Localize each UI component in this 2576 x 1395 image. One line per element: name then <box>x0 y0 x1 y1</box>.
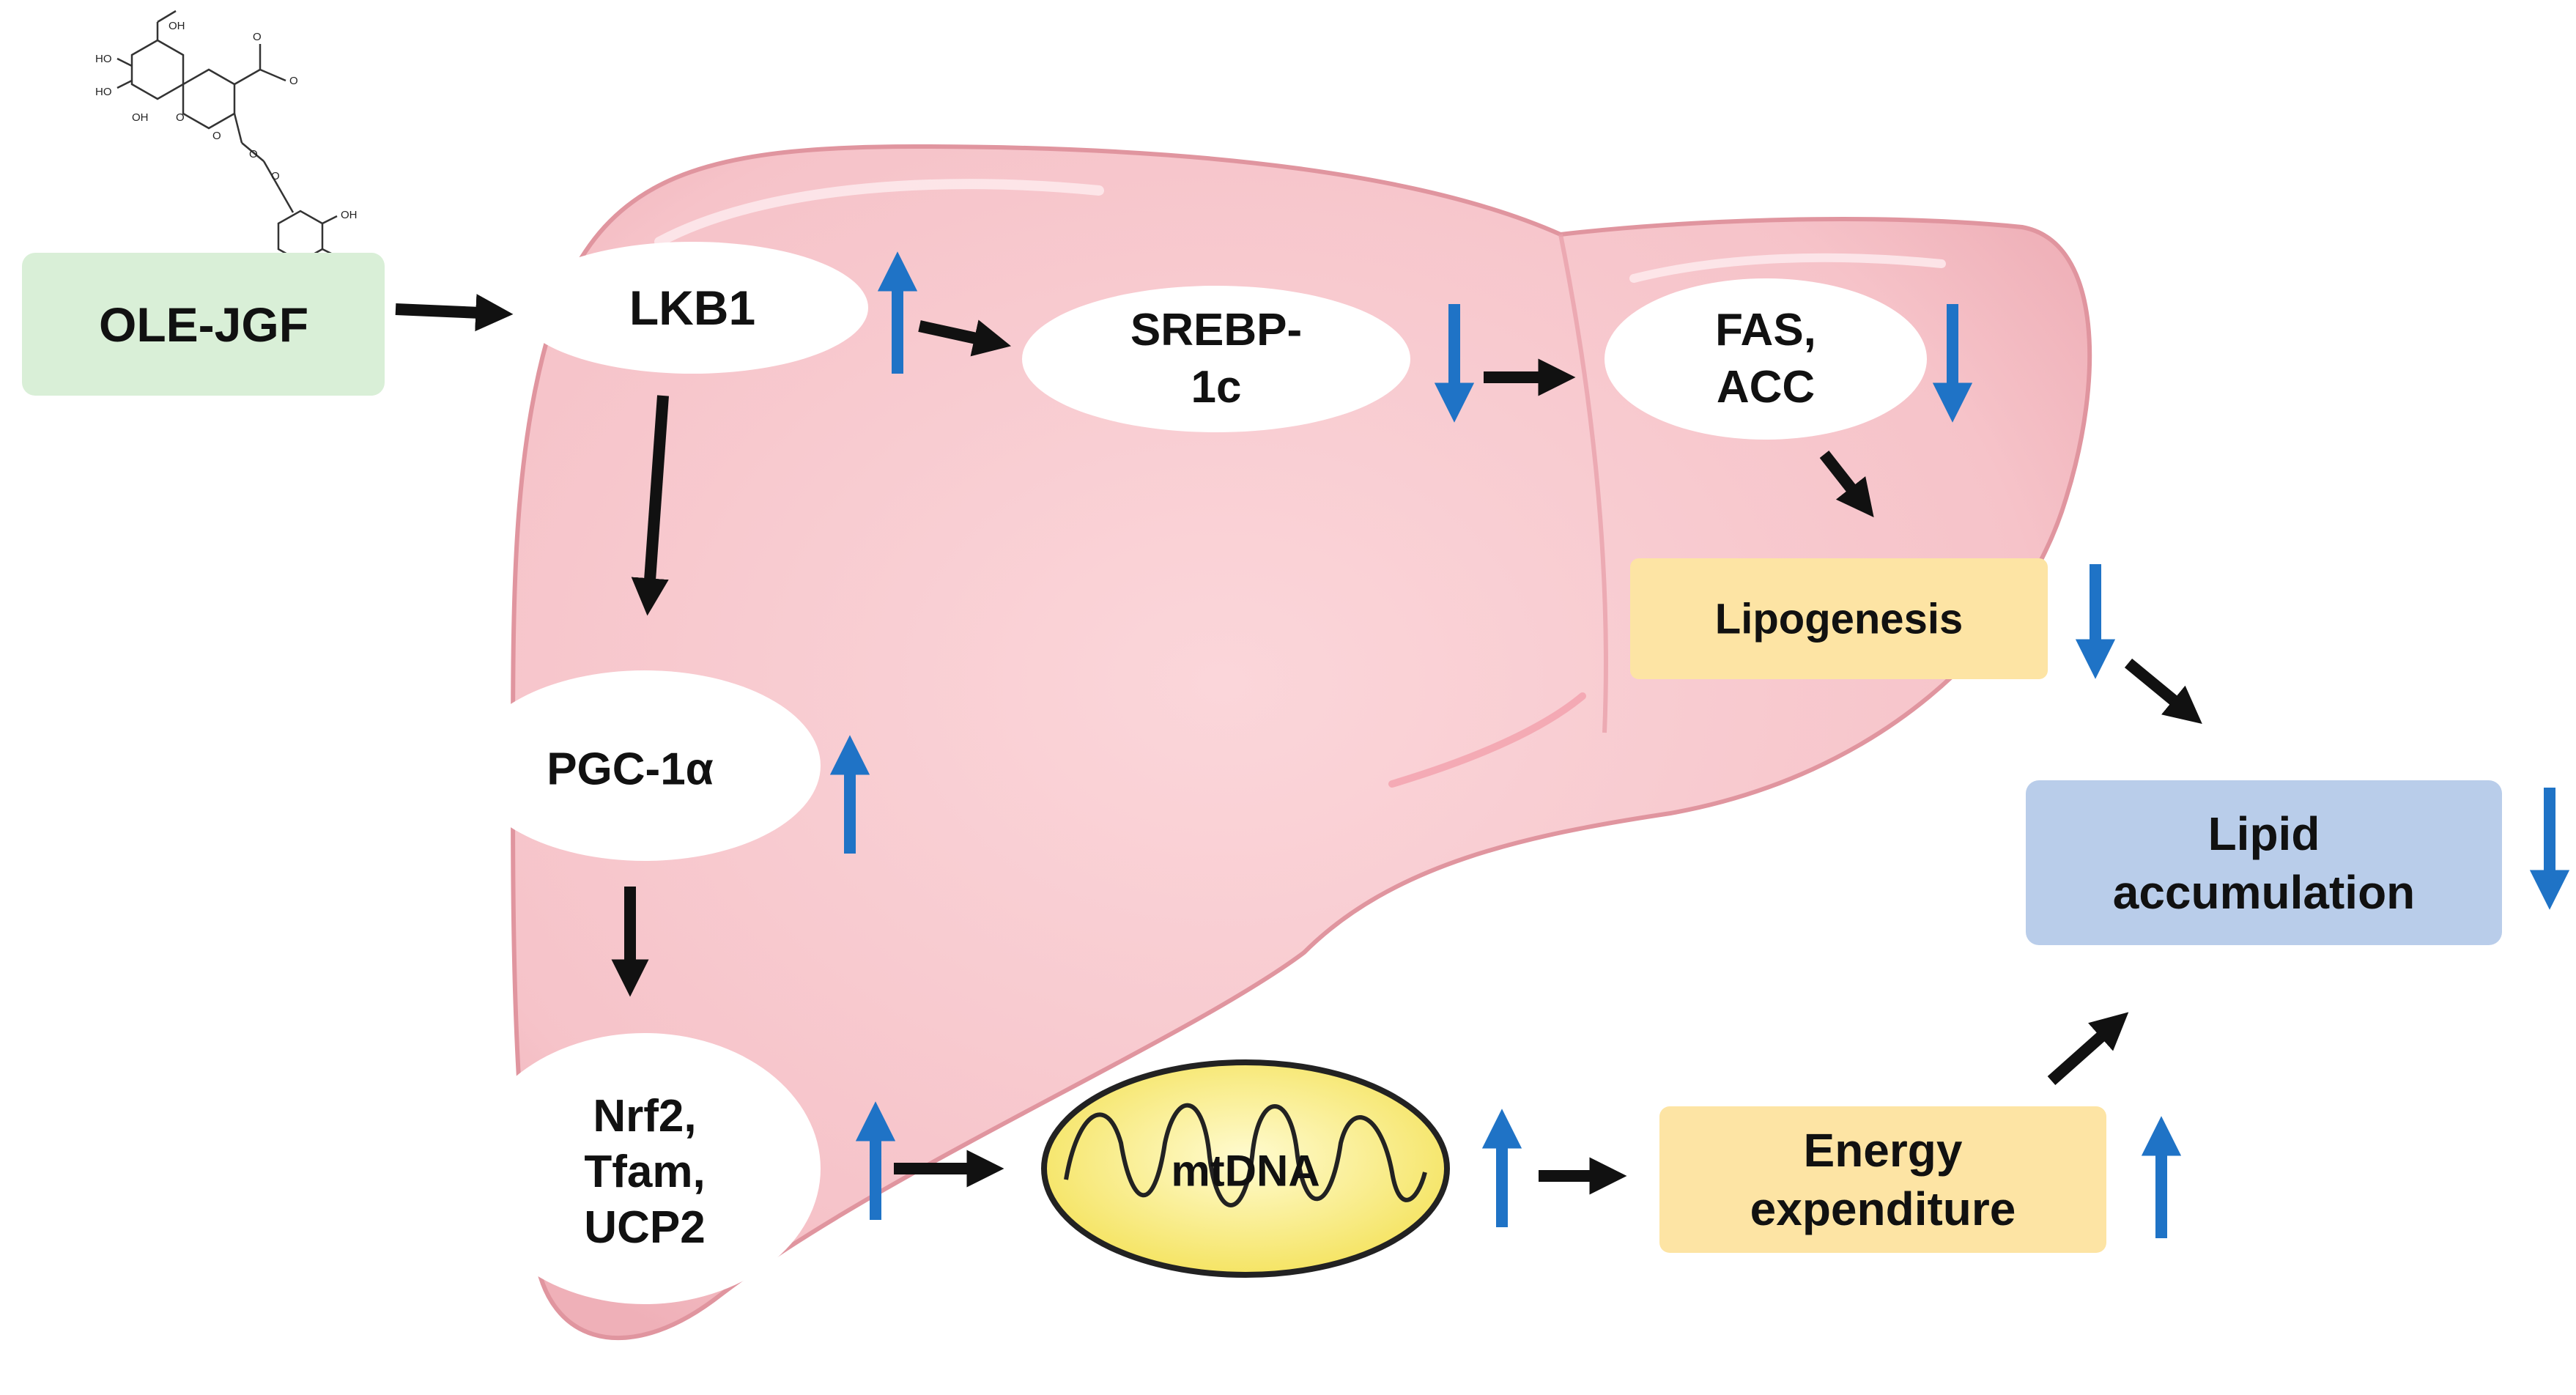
lkb1-text: LKB1 <box>629 281 756 335</box>
regulation-arrows <box>829 251 2570 1238</box>
nrf2-label: Nrf2, Tfam, UCP2 <box>584 1089 705 1256</box>
arrow-fas-to-lipogenesis <box>1819 451 1874 518</box>
srebp-ellipse <box>1022 286 1410 432</box>
fas-acc-text-line-2: ACC <box>1716 362 1816 412</box>
nrf2-text-line-2: Tfam, <box>584 1147 706 1197</box>
lipid-box <box>2026 780 2502 945</box>
fas-acc-ellipse <box>1605 278 1927 440</box>
molecule-structure <box>116 10 338 263</box>
pgc-text: PGC-1α <box>547 744 714 795</box>
atom-label: OH <box>341 209 358 221</box>
pgc-label: PGC-1α <box>547 744 714 796</box>
atom-label: O <box>249 148 258 160</box>
arrow-energy-to-lipid <box>2047 1012 2129 1085</box>
atom-label: O <box>176 111 185 124</box>
ole-jgf-label: OLE-JGF <box>99 297 308 352</box>
flow-arrows <box>395 294 2202 1195</box>
atom-label: O <box>271 170 280 182</box>
srebp-text-line-2: 1c <box>1191 362 1242 412</box>
mitochondrion <box>1041 1059 1450 1278</box>
fas-acc-label: FAS, ACC <box>1715 302 1816 416</box>
srebp-text-line-1: SREBP- <box>1130 305 1303 355</box>
energy-text-line-2: expenditure <box>1750 1183 2016 1235</box>
mtdna-text: mtDNA <box>1171 1146 1320 1196</box>
arrow-lkb1-to-srebp <box>918 319 1012 357</box>
atom-label: O <box>289 75 298 87</box>
liver-highlight <box>654 179 1104 247</box>
lkb1-ellipse <box>517 242 868 374</box>
lipid-text-line-1: Lipid <box>2207 807 2320 860</box>
energy-box <box>1659 1106 2106 1253</box>
atom-label: O <box>253 31 262 43</box>
energy-text-line-1: Energy <box>1803 1124 1963 1177</box>
atom-label: OH <box>132 111 149 124</box>
ole-jgf-box <box>22 253 385 396</box>
srebp-label: SREBP- 1c <box>1130 302 1302 416</box>
nrf2-text-line-1: Nrf2, <box>593 1091 697 1141</box>
lipogenesis-text: Lipogenesis <box>1714 595 1964 643</box>
molecule-labels: OH HO HO O OH O O O O O OH OH <box>95 20 358 281</box>
lipid-label: Lipid accumulation <box>2113 804 2416 922</box>
atom-label: OH <box>169 20 185 32</box>
lkb1-label: LKB1 <box>629 280 755 336</box>
energy-label: Energy expenditure <box>1750 1121 2016 1238</box>
liver-shadow <box>1388 692 1586 788</box>
nrf2-text-line-3: UCP2 <box>584 1202 706 1253</box>
liver-lobe-line <box>1558 234 1608 733</box>
atom-label: HO <box>95 53 112 65</box>
arrow-lipogenesis-to-lipid <box>2124 658 2202 725</box>
fas-acc-text-line-1: FAS, <box>1715 305 1816 355</box>
arrow-ole-to-lkb1 <box>395 294 514 332</box>
lipogenesis-box <box>1630 558 2048 679</box>
nrf2-ellipse <box>469 1033 821 1304</box>
mtdna-label: mtDNA <box>1171 1146 1320 1196</box>
pgc-ellipse <box>469 670 821 861</box>
atom-label: O <box>212 130 221 142</box>
liver-highlight-2 <box>1629 253 1946 283</box>
lipogenesis-label: Lipogenesis <box>1715 595 1963 644</box>
ole-jgf-text: OLE-JGF <box>98 297 309 352</box>
lipid-text-line-2: accumulation <box>2112 866 2416 919</box>
arrow-lkb1-to-pgc <box>631 395 669 616</box>
atom-label: HO <box>95 86 112 98</box>
